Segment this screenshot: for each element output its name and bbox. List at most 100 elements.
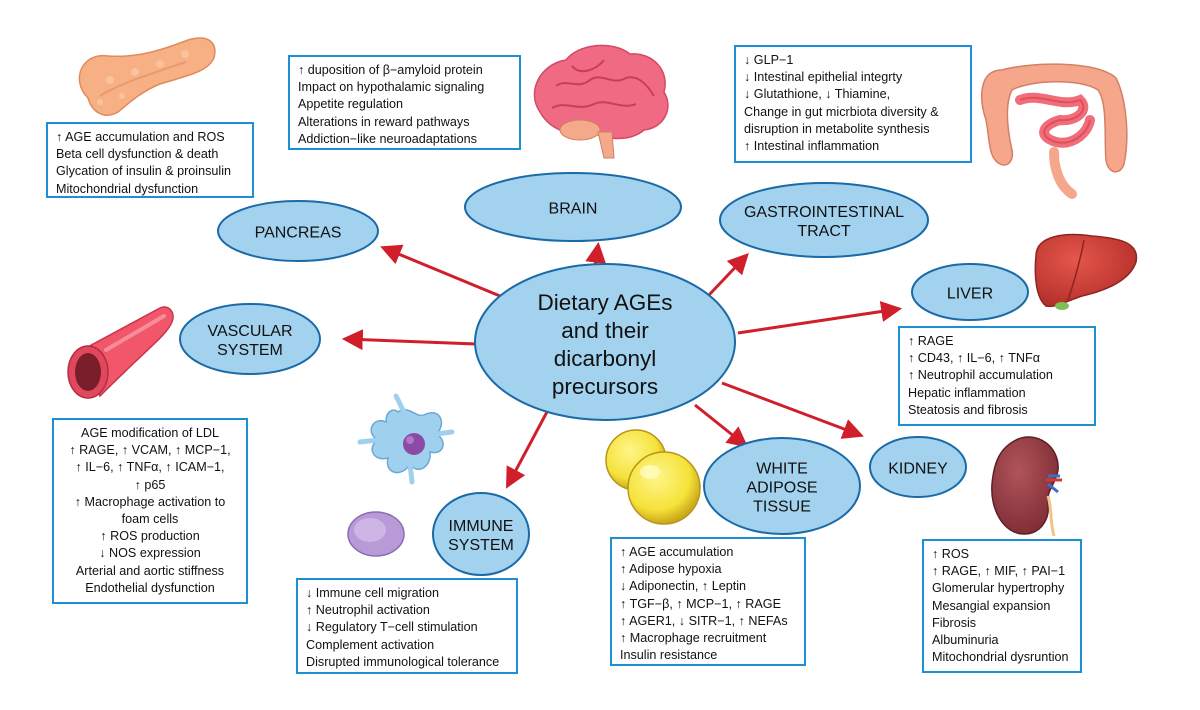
pancreas-illustration	[78, 37, 216, 116]
kidney-label: KIDNEY	[888, 461, 948, 478]
effect-line: ↑ ROS production	[100, 529, 200, 544]
label-line: dicarbonyl	[554, 346, 657, 371]
effect-line: Alterations in reward pathways	[298, 114, 470, 129]
kidney-illustration	[991, 436, 1062, 537]
effect-line: Mitochondrial dysfunction	[56, 181, 199, 196]
label-line: and their	[561, 318, 649, 343]
label-line: KIDNEY	[888, 461, 948, 478]
vascular-ellipse	[179, 303, 321, 375]
label-line: ADIPOSE	[746, 480, 817, 497]
liver-illustration	[1034, 233, 1138, 310]
effect-line: Impact on hypothalamic signaling	[298, 80, 485, 95]
arrow-to-kidney	[721, 381, 864, 439]
label-line: TRACT	[797, 223, 851, 240]
effect-line: ↑ AGE accumulation and ROS	[56, 130, 225, 144]
effect-line: ↑ RAGE, ↑ MIF, ↑ PAI−1	[932, 564, 1066, 579]
effect-line: ↓ Immune cell migration	[306, 586, 439, 600]
effect-line: ↓ Intestinal epithelial integrty	[744, 70, 903, 85]
effect-line: Steatosis and fibrosis	[908, 402, 1028, 417]
effect-line: Mesangial expansion	[932, 598, 1051, 613]
label-line: SYSTEM	[217, 342, 283, 359]
arrow-to-immune	[506, 409, 550, 489]
label-line: GASTROINTESTINAL	[744, 204, 904, 221]
brain-label: BRAIN	[549, 201, 598, 218]
arrow-to-vascular	[341, 329, 477, 351]
blood-vessel-illustration	[67, 306, 174, 399]
label-line: VASCULAR	[207, 323, 292, 340]
effect-line: AGE modification of LDL	[81, 426, 219, 440]
effect-line: Endothelial dysfunction	[85, 580, 215, 595]
kidney-ellipse	[869, 436, 967, 498]
effect-line: ↑ Neutrophil accumulation	[908, 368, 1053, 383]
effect-line: Addiction−like neuroadaptations	[298, 131, 477, 146]
brain-ellipse	[464, 172, 682, 242]
liver-label: LIVER	[947, 286, 993, 303]
effect-line: Fibrosis	[932, 615, 977, 630]
label-line: Dietary AGEs	[537, 290, 672, 315]
arrow-to-pancreas	[380, 244, 501, 298]
effect-line: Mitochondrial dysruntion	[932, 650, 1069, 665]
pancreas-ellipse	[217, 200, 379, 262]
arrow-to-liver	[737, 301, 903, 335]
immune-ellipse	[432, 492, 530, 576]
effect-line: Glycation of insulin & proinsulin	[56, 164, 232, 179]
effect-line: ↑ ROS	[932, 547, 970, 561]
center-label: Dietary AGEs and their dicarbonyl precursor…	[537, 290, 672, 399]
effect-line: ↓ GLP−1	[744, 53, 794, 67]
brain-illustration	[533, 44, 669, 159]
effect-line: Hepatic inflammation	[908, 385, 1026, 400]
adipose-label: WHITE ADIPOSE TISSUE	[746, 461, 817, 516]
effect-line: Complement activation	[306, 637, 435, 652]
effect-line: ↑ RAGE, ↑ VCAM, ↑ MCP−1,	[69, 443, 231, 458]
effect-line: Insulin resistance	[620, 648, 718, 663]
effect-line: ↑ Macrophage recruitment	[620, 631, 767, 646]
label-line: BRAIN	[549, 201, 598, 218]
immune-effects-box: ↓ Immune cell migration ↑ Neutrophil acti…	[296, 578, 518, 674]
intestine-illustration	[980, 63, 1128, 199]
immune-label: IMMUNE SYSTEM	[448, 518, 514, 554]
effect-line: ↑ duposition of β−amyloid protein	[298, 63, 483, 77]
immune-cell-illustration	[347, 393, 455, 557]
fat-cell-illustration	[605, 429, 701, 525]
effect-line: ↑ p65	[134, 477, 166, 492]
effect-line: Appetite regulation	[298, 97, 404, 112]
effect-line: ↓ Regulatory T−cell stimulation	[306, 620, 478, 635]
adipose-effects-box: ↑ AGE accumulation ↑ Adipose hypoxia ↓ Adi…	[610, 537, 806, 666]
vascular-label: VASCULAR SYSTEM	[207, 323, 292, 359]
arrow-to-gastrointestinal	[706, 252, 749, 298]
effect-line: ↑ CD43, ↑ IL−6, ↑ TNFα	[908, 351, 1040, 366]
liver-effects-box: ↑ RAGE ↑ CD43, ↑ IL−6, ↑ TNFα ↑ Neutrophil…	[898, 326, 1096, 426]
gastrointestinal-effects-box: ↓ GLP−1 ↓ Intestinal epithelial integrty ↓…	[734, 45, 972, 163]
effect-line: ↑ AGE accumulation	[620, 545, 734, 559]
effect-line: ↑ Macrophage activation to	[74, 494, 226, 509]
effect-line: disruption in metabolite synthesis	[744, 121, 930, 136]
effect-line: Glomerular hypertrophy	[932, 581, 1065, 596]
center-ellipse	[474, 263, 736, 421]
effect-line: Change in gut micrbiota diversity &	[744, 104, 939, 119]
effect-line: ↑ Neutrophil activation	[306, 603, 430, 618]
effect-line: Disrupted immunological tolerance	[306, 654, 500, 669]
vascular-effects-box: AGE modification of LDL ↑ RAGE, ↑ VCAM, ↑…	[52, 418, 248, 604]
label-line: precursors	[552, 374, 658, 399]
effect-line: ↑ AGER1, ↓ SITR−1, ↑ NEFAs	[620, 613, 788, 628]
effect-line: ↓ Adiponectin, ↑ Leptin	[620, 579, 747, 594]
effect-line: ↑ TGF−β, ↑ MCP−1, ↑ RAGE	[620, 596, 781, 611]
effect-line: ↑ IL−6, ↑ TNFα, ↑ ICAM−1,	[75, 460, 225, 475]
label-line: SYSTEM	[448, 537, 514, 554]
label-line: TISSUE	[753, 499, 811, 516]
arrow-to-adipose	[694, 403, 749, 448]
effect-line: ↑ Intestinal inflammation	[744, 139, 880, 154]
adipose-ellipse	[703, 437, 861, 535]
liver-ellipse	[911, 263, 1029, 321]
effect-line: Albuminuria	[932, 633, 999, 648]
effect-line: Arterial and aortic stiffness	[75, 563, 225, 578]
effect-line: ↑ RAGE	[908, 334, 954, 348]
label-line: WHITE	[756, 461, 808, 478]
label-line: IMMUNE	[449, 518, 514, 535]
effect-line: ↓ Glutathione, ↓ Thiamine,	[744, 87, 891, 102]
effect-line: ↑ Adipose hypoxia	[620, 562, 722, 577]
gastrointestinal-label: GASTROINTESTINAL TRACT	[744, 204, 904, 240]
